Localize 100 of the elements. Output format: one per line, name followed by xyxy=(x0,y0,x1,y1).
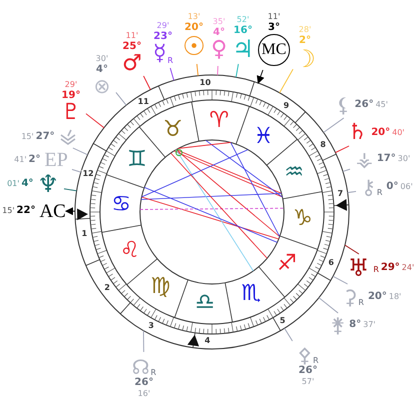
zodiac-sign-glyph: ♒ xyxy=(284,162,304,184)
minutes-text: 45' xyxy=(376,100,388,110)
planet-glyph: ☿ xyxy=(152,43,166,66)
zodiac-sign-glyph: ♌ xyxy=(120,240,140,262)
retrograde-mark: R xyxy=(373,266,379,274)
planet-glyph: ☉ xyxy=(182,34,206,60)
zodiac-sign-glyph: ♏ xyxy=(241,283,262,306)
planet-glyph: ☊ xyxy=(132,356,150,377)
leader-line xyxy=(236,64,239,78)
degree-text: 22° xyxy=(16,204,36,218)
degree-text: 26° xyxy=(134,376,154,390)
planet-glyph: ♂ xyxy=(122,53,142,76)
planet-glyph: ⚳ xyxy=(342,287,358,307)
leader-line xyxy=(279,68,294,94)
minutes-text: 01' xyxy=(7,178,20,189)
planet-glyph: ♄ xyxy=(347,122,368,144)
degree-text: 26° xyxy=(298,364,318,378)
leader-line xyxy=(116,92,127,106)
planet-glyph: ♃ xyxy=(232,37,254,62)
degree-text: 2° xyxy=(299,34,311,48)
house-number: 12 xyxy=(82,170,95,178)
degree-text: 17° xyxy=(376,152,396,166)
planet-glyph: ♆ xyxy=(37,172,59,196)
minutes-text: 18' xyxy=(388,292,402,302)
retrograde-mark: R xyxy=(358,299,364,307)
degree-text: 8° xyxy=(349,318,362,332)
zodiac-sign-glyph: ♓ xyxy=(254,126,274,148)
retrograde-mark: R xyxy=(313,356,319,365)
zodiac-sign-glyph: ♍ xyxy=(150,276,170,298)
planet-glyph: EP xyxy=(44,150,68,170)
degree-text: 29° xyxy=(380,262,400,274)
planet-glyph: ♀ xyxy=(210,39,228,62)
zodiac-sign-glyph: ♈ xyxy=(209,110,229,132)
leader-line xyxy=(143,330,144,352)
zodiac-sign-glyph: ♐ xyxy=(277,252,297,275)
house-number: 9 xyxy=(282,102,290,110)
minutes-text: 16' xyxy=(138,389,150,400)
minutes-text: 15' xyxy=(2,206,15,216)
planet-glyph: ⊗ xyxy=(94,76,110,96)
minutes-text: 41' xyxy=(14,154,27,165)
minutes-text: 35' xyxy=(212,16,226,27)
planet-glyph: ☽ xyxy=(294,47,316,72)
degree-text: 16° xyxy=(234,24,252,38)
minutes-text: 11' xyxy=(126,30,138,41)
planet-glyph: ⚸ xyxy=(336,95,351,115)
leader-line xyxy=(72,148,88,156)
house-number: 5 xyxy=(278,316,286,325)
degree-text: 25° xyxy=(122,40,142,54)
retrograde-mark: R xyxy=(150,368,156,377)
leader-line xyxy=(170,68,174,81)
degree-text: 23° xyxy=(154,30,172,44)
house-number: 6 xyxy=(327,258,335,267)
leader-line xyxy=(196,64,198,76)
house-number: 1 xyxy=(80,230,88,238)
planet-glyph: ⚵ xyxy=(330,315,346,335)
degree-text: 4° xyxy=(213,26,225,40)
leader-line xyxy=(347,190,356,194)
minutes-text: 29' xyxy=(156,20,170,31)
planet-glyph: AC xyxy=(39,202,66,220)
leader-line xyxy=(344,244,360,254)
house-number: 2 xyxy=(103,284,111,292)
planet-glyph: ♅ xyxy=(348,256,370,280)
degree-text: 26° xyxy=(354,98,374,112)
minutes-text: 52' xyxy=(236,14,250,25)
minutes-text: 24' xyxy=(402,262,414,273)
leader-line xyxy=(86,113,104,128)
leader-line xyxy=(318,297,338,314)
minutes-text: 29' xyxy=(64,80,78,90)
planet-glyph: ⚴ xyxy=(297,344,312,365)
house-number: 4 xyxy=(204,337,212,346)
zodiac-sign-glyph: ♉ xyxy=(162,118,183,141)
degree-text: 27° xyxy=(36,130,55,144)
retrograde-mark: R xyxy=(167,57,174,66)
retrograde-mark: R xyxy=(376,189,382,197)
degree-text: 0° xyxy=(386,180,398,194)
degree-text: 4° xyxy=(21,178,34,190)
planet-glyph: ⚷ xyxy=(361,177,376,197)
leader-line xyxy=(284,328,293,342)
arrow xyxy=(65,207,76,216)
minutes-text: 57' xyxy=(302,377,314,388)
circled-label: MC xyxy=(258,34,290,66)
house-number: 3 xyxy=(147,322,155,330)
minutes-text: 37' xyxy=(363,320,376,330)
zodiac-sign-glyph: ♊ xyxy=(127,149,147,172)
planet-glyph: ⚶ xyxy=(356,149,373,169)
leader-line xyxy=(332,276,348,284)
minutes-text: 06' xyxy=(400,182,413,192)
minutes-text: 28' xyxy=(298,24,312,35)
degree-text: 4° xyxy=(96,64,108,76)
minutes-text: 11' xyxy=(268,12,280,22)
leader-line xyxy=(143,76,151,90)
house-number: 11 xyxy=(136,98,150,106)
minutes-text: 13' xyxy=(188,12,200,22)
house-number: 8 xyxy=(319,141,327,150)
minutes-text: 30' xyxy=(96,54,108,64)
degree-text: 20° xyxy=(368,290,387,304)
leader-line xyxy=(217,66,218,76)
arrow xyxy=(256,70,264,84)
degree-text: 19° xyxy=(62,90,80,102)
zodiac-sign-glyph: ♑ xyxy=(292,208,313,230)
